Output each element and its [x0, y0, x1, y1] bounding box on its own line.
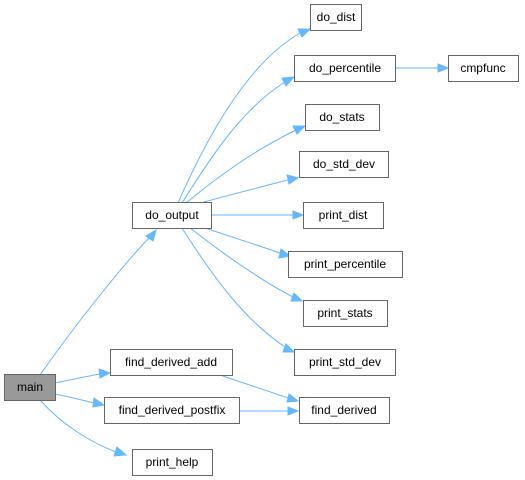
node-print_help-label: print_help [146, 455, 199, 469]
edge-do_output-print_stats [189, 227, 304, 302]
node-find_derived_add[interactable]: find_derived_add [110, 349, 233, 376]
edge-do_output-do_stats [185, 125, 307, 204]
node-do_std_dev-label: do_std_dev [313, 157, 375, 171]
node-cmpfunc-label: cmpfunc [460, 61, 505, 75]
edge-main-find_derived_add [54, 368, 112, 384]
edge-do_output-print_std_dev [181, 227, 296, 353]
node-find_derived_postfix-label: find_derived_postfix [119, 403, 226, 417]
edge-do_percentile-cmpfunc [395, 63, 450, 73]
node-do_dist-label: do_dist [317, 10, 356, 24]
node-do_std_dev[interactable]: do_std_dev [299, 151, 389, 178]
edge-do_output-print_percentile [204, 227, 292, 259]
node-do_dist[interactable]: do_dist [310, 4, 362, 31]
node-do_output-label: do_output [145, 208, 199, 222]
node-print_std_dev[interactable]: print_std_dev [294, 349, 396, 376]
edge-main-print_help [39, 399, 128, 457]
node-main-label: main [17, 380, 43, 394]
edge-do_output-print_dist [212, 210, 305, 220]
node-print_dist-label: print_dist [319, 208, 368, 222]
node-print_stats-label: print_stats [317, 306, 372, 320]
edge-find_derived_add-find_derived [219, 374, 300, 403]
edge-find_derived_postfix-find_derived [240, 406, 300, 416]
node-find_derived-label: find_derived [311, 403, 376, 417]
node-print_dist[interactable]: print_dist [303, 202, 384, 229]
node-print_std_dev-label: print_std_dev [309, 355, 381, 369]
edge-do_output-do_std_dev [199, 174, 300, 204]
node-do_percentile-label: do_percentile [309, 61, 381, 75]
node-do_output[interactable]: do_output [132, 202, 212, 229]
node-do_percentile[interactable]: do_percentile [294, 55, 396, 82]
node-print_percentile[interactable]: print_percentile [288, 251, 403, 278]
edge-main-do_output [39, 228, 157, 376]
node-do_stats[interactable]: do_stats [305, 104, 380, 131]
node-find_derived[interactable]: find_derived [299, 397, 390, 424]
node-print_help[interactable]: print_help [132, 449, 213, 476]
edge-do_output-do_dist [177, 28, 312, 204]
node-print_percentile-label: print_percentile [304, 257, 386, 271]
node-print_stats[interactable]: print_stats [303, 300, 388, 327]
edge-do_output-do_percentile [181, 76, 296, 204]
node-do_stats-label: do_stats [319, 110, 364, 124]
edge-main-find_derived_postfix [54, 393, 106, 408]
node-cmpfunc[interactable]: cmpfunc [448, 55, 519, 82]
node-find_derived_add-label: find_derived_add [125, 355, 217, 369]
node-main[interactable]: main [4, 374, 56, 401]
node-find_derived_postfix[interactable]: find_derived_postfix [104, 397, 240, 424]
